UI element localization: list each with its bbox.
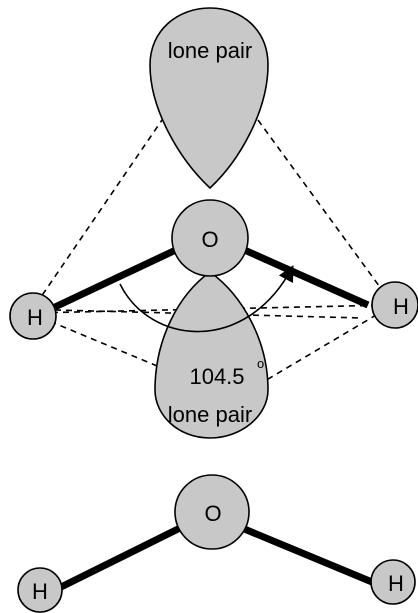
oh-bond-left-lower — [53, 524, 182, 594]
oxygen-atom-lower — [174, 474, 250, 550]
hydrogen-atom-left-lower — [17, 567, 63, 613]
oh-bond-right-lower — [240, 524, 374, 586]
dashed-edge — [29, 119, 163, 314]
lone-pair-top-label: lone pair — [168, 38, 252, 63]
hydrogen-left-label-lower: H — [32, 579, 48, 604]
hydrogen-atom-left — [9, 292, 57, 340]
bond-angle-value: 104.5 — [189, 364, 244, 389]
oh-bond-right — [238, 244, 370, 309]
oxygen-atom — [171, 199, 249, 277]
hydrogen-atom-right — [371, 281, 418, 329]
oxygen-label: O — [201, 227, 218, 252]
bond-angle-degree: o — [257, 356, 264, 371]
dashed-edge — [54, 309, 363, 319]
dashed-edge — [257, 119, 394, 306]
lone-pair-top-lobe — [149, 7, 269, 190]
lone-pair-bottom-label: lone pair — [168, 402, 252, 427]
hydrogen-left-label: H — [27, 305, 43, 330]
dashed-edge — [257, 304, 394, 386]
hydrogen-right-label: H — [393, 294, 409, 319]
lone-pair-bottom-lobe — [154, 271, 269, 439]
hydrogen-atom-right-lower — [370, 559, 416, 605]
bond-angle-arc — [119, 265, 294, 333]
oh-bond-left — [53, 244, 182, 311]
oxygen-label-lower: O — [204, 501, 221, 526]
hydrogen-right-label-lower: H — [388, 571, 404, 596]
